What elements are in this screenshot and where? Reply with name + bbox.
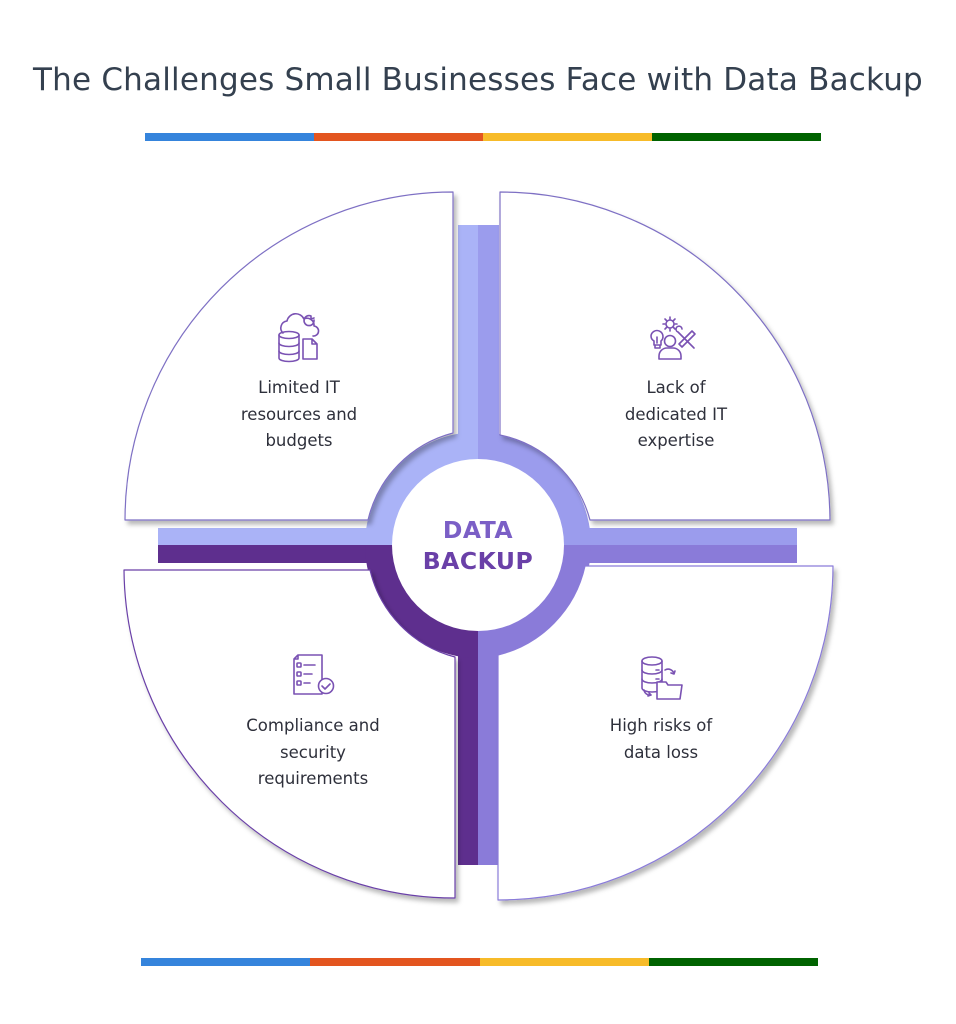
label-line: requirements [257,769,369,788]
card-top-left [124,191,454,521]
divider-blue [141,958,311,966]
divider-green [648,958,818,966]
label-line: High risks of [609,716,713,735]
card-top-right [499,191,831,521]
center-label-line1: DATA [442,516,514,544]
label-line: dedicated IT [624,404,728,424]
bottom-color-divider [141,958,818,966]
divider-orange [310,958,480,966]
label-line: data loss [623,742,699,762]
divider-yellow [483,133,652,141]
label-line: Limited IT [258,378,340,397]
cloud-database-document-icon [278,313,320,363]
card-bottom-left [123,569,456,899]
divider-green [652,133,821,141]
label-line: Lack of [646,378,706,397]
quadrant-label-bottom-left: Compliance and security requirements [213,713,413,793]
center-label-line2: BACKUP [422,547,534,575]
top-color-divider [145,133,821,141]
divider-blue [145,133,314,141]
label-line: expertise [637,431,715,450]
database-folder-sync-icon [641,656,683,700]
center-circle [392,459,564,631]
divider-yellow [479,958,649,966]
quadrant-label-top-right: Lack of dedicated IT expertise [576,375,776,455]
divider-orange [314,133,483,141]
person-ideas-tools-icon [650,316,696,360]
card-bottom-right [497,565,834,901]
quadrant-label-top-left: Limited IT resources and budgets [199,375,399,455]
checklist-document-icon [293,654,335,695]
label-line: security [280,742,346,762]
label-line: budgets [265,431,333,450]
center-label: DATA BACKUP [393,515,563,577]
page-title: The Challenges Small Businesses Face wit… [33,62,923,98]
label-line: resources and [240,404,358,424]
quadrant-label-bottom-right: High risks of data loss [561,713,761,766]
label-line: Compliance and [246,716,380,735]
